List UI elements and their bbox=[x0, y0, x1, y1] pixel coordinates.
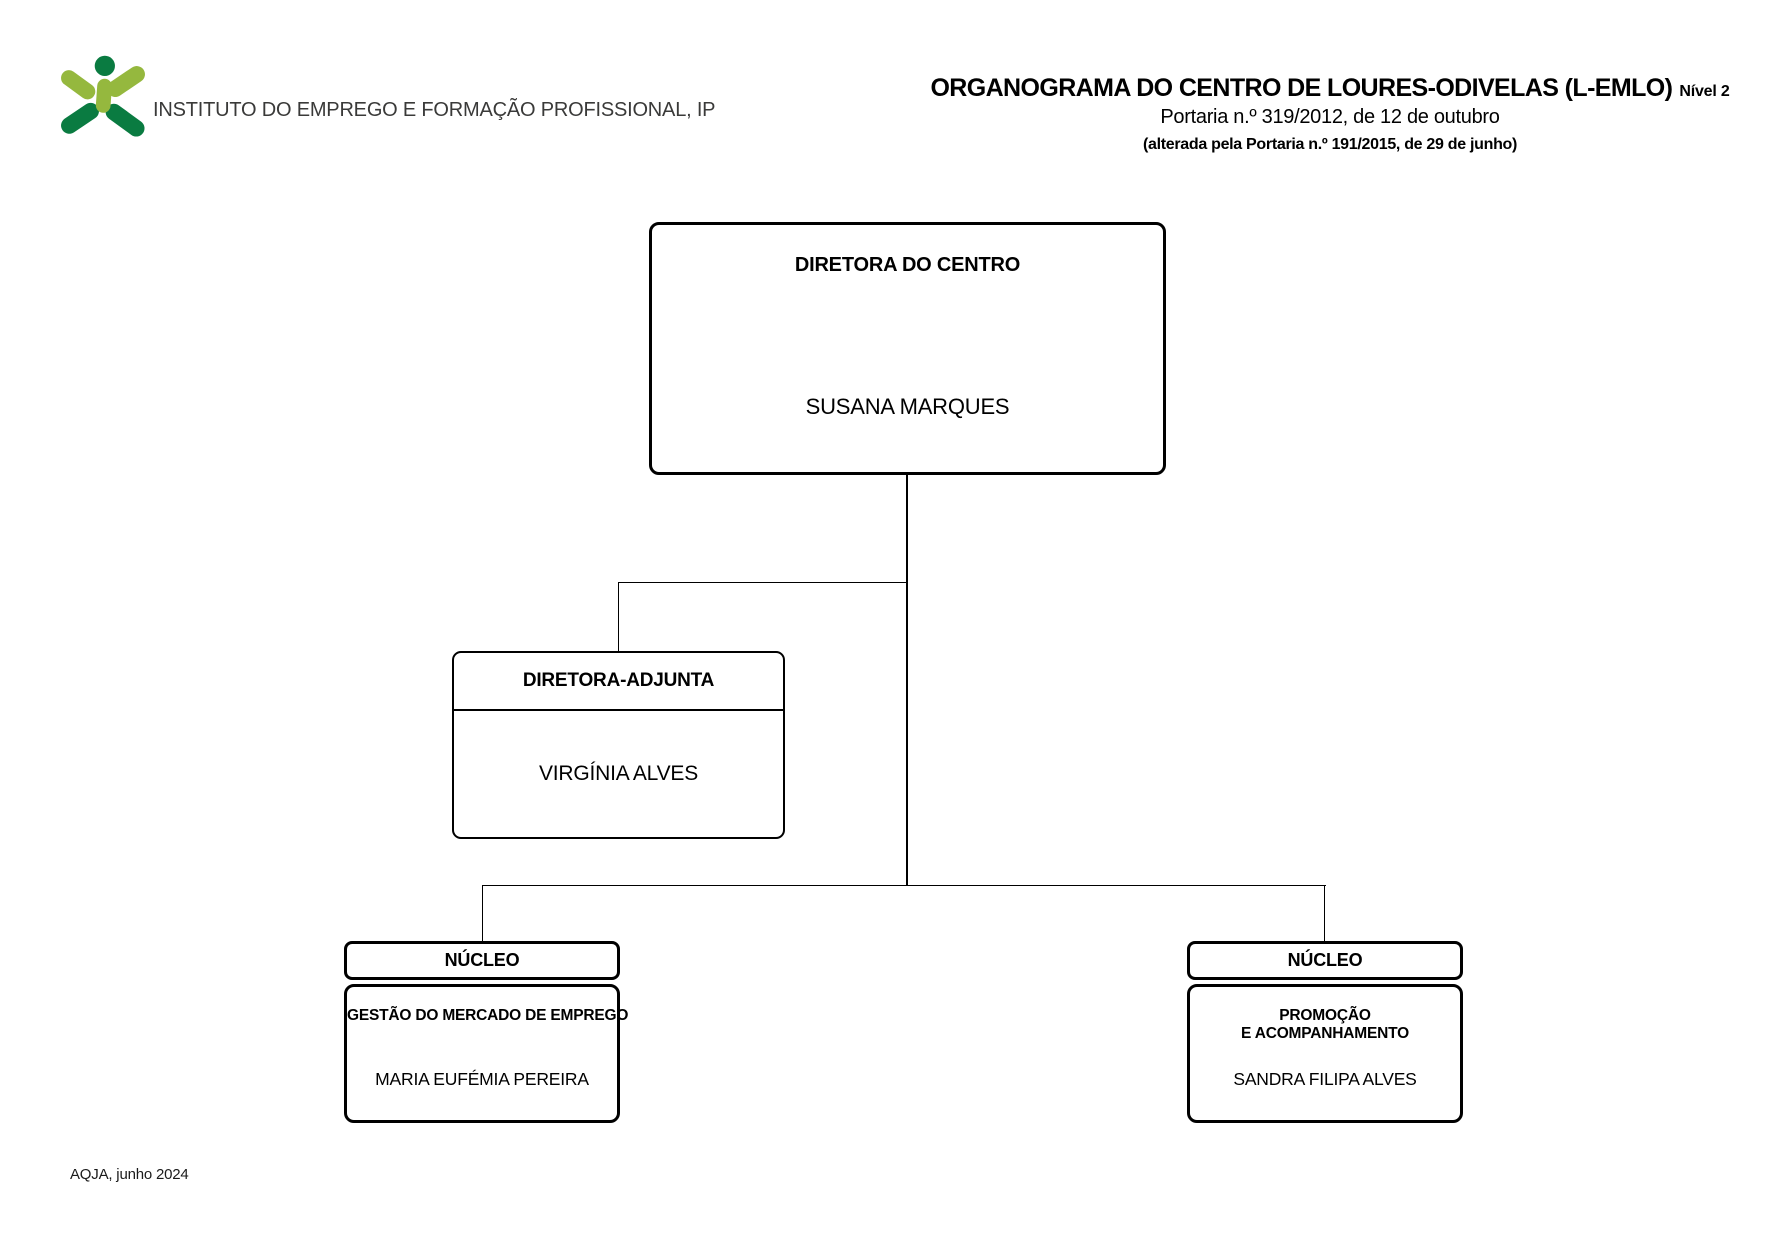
unit-right-type-box: NÚCLEO bbox=[1187, 941, 1463, 980]
deputy-role: DIRETORA-ADJUNTA bbox=[454, 653, 783, 711]
director-box: DIRETORA DO CENTRO SUSANA MARQUES bbox=[649, 222, 1166, 475]
unit-right-main-box: PROMOÇÃO E ACOMPANHAMENTO SANDRA FILIPA … bbox=[1187, 984, 1463, 1123]
page-title: ORGANOGRAMA DO CENTRO DE LOURES-ODIVELAS… bbox=[900, 74, 1760, 103]
deputy-name: VIRGÍNIA ALVES bbox=[538, 762, 699, 785]
deputy-box: DIRETORA-ADJUNTA VIRGÍNIA ALVES bbox=[452, 651, 785, 839]
title-subtitle: Portaria n.º 319/2012, de 12 de outubro bbox=[1160, 105, 1500, 128]
unit-right-area: PROMOÇÃO E ACOMPANHAMENTO bbox=[1190, 1007, 1460, 1043]
title-level-label: Nível 2 bbox=[1679, 83, 1730, 100]
unit-right-area-line1: PROMOÇÃO bbox=[1279, 1007, 1371, 1024]
unit-right-area-line2: E ACOMPANHAMENTO bbox=[1241, 1025, 1409, 1042]
connector-units-span bbox=[481, 884, 1326, 886]
unit-right-name: SANDRA FILIPA ALVES bbox=[1233, 1069, 1417, 1089]
unit-left-type-box: NÚCLEO bbox=[344, 941, 620, 980]
iefp-logo-icon bbox=[61, 55, 145, 137]
connector-unit-left-drop bbox=[481, 884, 483, 942]
connector-deputy-branch bbox=[617, 581, 908, 583]
connector-deputy-drop bbox=[617, 581, 619, 652]
director-role: DIRETORA DO CENTRO bbox=[794, 254, 1021, 276]
connector-unit-right-drop bbox=[1323, 884, 1325, 942]
unit-left-main-box: GESTÃO DO MERCADO DE EMPREGO MARIA EUFÉM… bbox=[344, 984, 629, 1123]
institute-name: INSTITUTO DO EMPREGO E FORMAÇÃO PROFISSI… bbox=[153, 99, 716, 121]
connector-director-trunk bbox=[906, 475, 908, 885]
unit-left-name: MARIA EUFÉMIA PEREIRA bbox=[375, 1069, 589, 1089]
unit-left-area-line1: GESTÃO DO MERCADO DE EMPREGO bbox=[347, 1007, 629, 1024]
title-block: ORGANOGRAMA DO CENTRO DE LOURES-ODIVELAS… bbox=[900, 74, 1760, 154]
footer-credit: AQJA, junho 2024 bbox=[70, 1166, 189, 1183]
director-name: SUSANA MARQUES bbox=[805, 394, 1010, 419]
page-title-text: ORGANOGRAMA DO CENTRO DE LOURES-ODIVELAS… bbox=[930, 74, 1673, 102]
title-amendment: (alterada pela Portaria n.º 191/2015, de… bbox=[1142, 135, 1518, 153]
unit-left-area: GESTÃO DO MERCADO DE EMPREGO bbox=[347, 1007, 629, 1025]
